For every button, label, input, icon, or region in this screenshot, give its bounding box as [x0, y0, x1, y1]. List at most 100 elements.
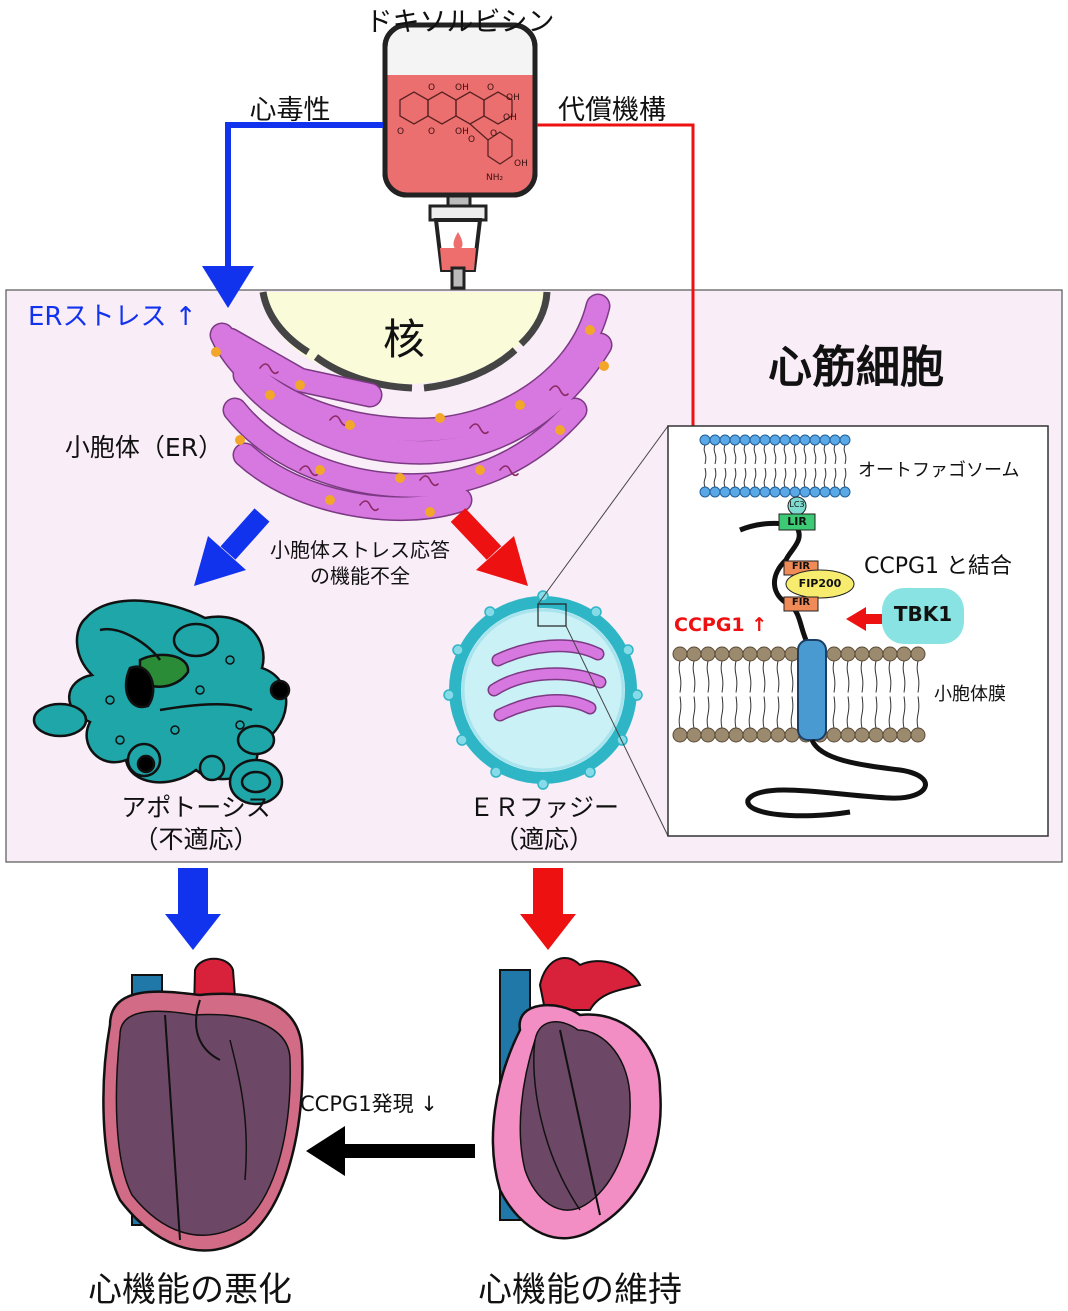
- lipid-head: [784, 646, 800, 662]
- er-stress-label: ERストレス ↑: [28, 302, 197, 332]
- lipid-tail: [703, 467, 707, 488]
- lipid-head: [739, 434, 751, 446]
- lipid-tail: [720, 696, 724, 729]
- compensation-label: 代償機構: [558, 95, 666, 126]
- lipid-tail: [733, 467, 737, 488]
- lipid-head: [729, 434, 741, 446]
- lipid-tail: [813, 444, 817, 465]
- lipid-tail: [762, 660, 766, 693]
- stress-response-label-2: の機能不全: [310, 564, 410, 588]
- autophagosome-label: オートファゴソーム: [858, 460, 1020, 481]
- lipid-tail: [902, 696, 906, 729]
- ccpg1-up-label: CCPG1 ↑: [674, 614, 768, 636]
- lipid-head: [709, 486, 721, 498]
- chem-atom: OH: [455, 83, 469, 93]
- apoptosis-label: アポトーシス: [121, 793, 271, 822]
- lipid-tail: [790, 696, 794, 729]
- lipid-tail: [813, 467, 817, 488]
- maintained-heart: [491, 956, 662, 1240]
- lipid-tail: [874, 660, 878, 693]
- ccpg1-protein: [739, 496, 964, 819]
- lipid-head: [749, 486, 761, 498]
- lipid-head: [868, 727, 884, 743]
- lipid-tail: [763, 467, 767, 488]
- lipid-tail: [776, 696, 780, 729]
- cardiotoxicity-arrow: [202, 122, 383, 308]
- expression-decrease-arrow: [306, 1126, 475, 1176]
- chem-atom: OH: [455, 127, 469, 137]
- chem-atom: OH: [506, 93, 520, 103]
- lipid-head: [826, 646, 842, 662]
- lipid-tail: [723, 444, 727, 465]
- lipid-head: [789, 486, 801, 498]
- lipid-head: [672, 727, 688, 743]
- chem-atom: O: [487, 83, 494, 93]
- lipid-head: [868, 646, 884, 662]
- lipid-tail: [832, 696, 836, 729]
- autophagosome-membrane: [699, 434, 851, 498]
- lipid-tail: [720, 660, 724, 693]
- lipid-head: [809, 486, 821, 498]
- lipid-head: [700, 646, 716, 662]
- lipid-head: [826, 727, 842, 743]
- lipid-head: [759, 486, 771, 498]
- lipid-tail: [916, 660, 920, 693]
- lipid-tail: [743, 444, 747, 465]
- lipid-head: [672, 646, 688, 662]
- lipid-tail: [888, 660, 892, 693]
- lipid-tail: [783, 467, 787, 488]
- lipid-tail: [762, 696, 766, 729]
- lipid-head: [809, 434, 821, 446]
- lipid-tail: [823, 444, 827, 465]
- lipid-head: [840, 727, 856, 743]
- chem-atom: O: [428, 83, 435, 93]
- lipid-tail: [678, 660, 682, 693]
- lipid-tail: [763, 444, 767, 465]
- tbk1-label: TBK1: [893, 602, 953, 626]
- lipid-tail: [874, 696, 878, 729]
- lipid-head: [714, 646, 730, 662]
- lipid-head: [896, 727, 912, 743]
- lipid-head: [714, 727, 730, 743]
- lipid-head: [699, 486, 711, 498]
- lipid-tail: [733, 444, 737, 465]
- lipid-head: [819, 434, 831, 446]
- lipid-tail: [823, 467, 827, 488]
- lipid-head: [829, 486, 841, 498]
- apoptosis-sublabel: （不適応）: [133, 825, 259, 854]
- autophagosome-erphagy: [443, 425, 669, 837]
- lipid-head: [854, 727, 870, 743]
- lipid-head: [728, 727, 744, 743]
- lipid-head: [770, 727, 786, 743]
- worsening-arrow: [165, 868, 221, 950]
- worsening-caption: 心機能の悪化: [88, 1270, 292, 1310]
- lipid-head: [799, 434, 811, 446]
- lipid-tail: [803, 467, 807, 488]
- lipid-head: [882, 727, 898, 743]
- lipid-head: [840, 646, 856, 662]
- lipid-tail: [743, 467, 747, 488]
- lipid-head: [719, 434, 731, 446]
- chem-atom: O: [468, 135, 475, 145]
- lipid-head: [686, 727, 702, 743]
- lipid-tail: [753, 467, 757, 488]
- apoptotic-cell: [32, 599, 291, 806]
- chem-atom: OH: [503, 113, 517, 123]
- lipid-tail: [703, 444, 707, 465]
- stress-response-label: 小胞体ストレス応答: [270, 538, 450, 562]
- lipid-tail: [846, 696, 850, 729]
- lipid-head: [756, 727, 772, 743]
- lipid-head: [854, 646, 870, 662]
- lipid-tail: [706, 660, 710, 693]
- lipid-tail: [833, 467, 837, 488]
- apoptosis-arrow: [194, 508, 270, 586]
- chem-atom: OH: [514, 159, 528, 169]
- lipid-head: [839, 486, 851, 498]
- maintenance-caption: 心機能の維持: [478, 1270, 682, 1310]
- chem-atom: O: [428, 127, 435, 137]
- lipid-head: [749, 434, 761, 446]
- erphagy-label: ＥＲファジー: [468, 793, 620, 822]
- maintenance-arrow: [520, 868, 576, 950]
- lipid-head: [700, 727, 716, 743]
- cell-title: 心筋細胞: [768, 342, 944, 393]
